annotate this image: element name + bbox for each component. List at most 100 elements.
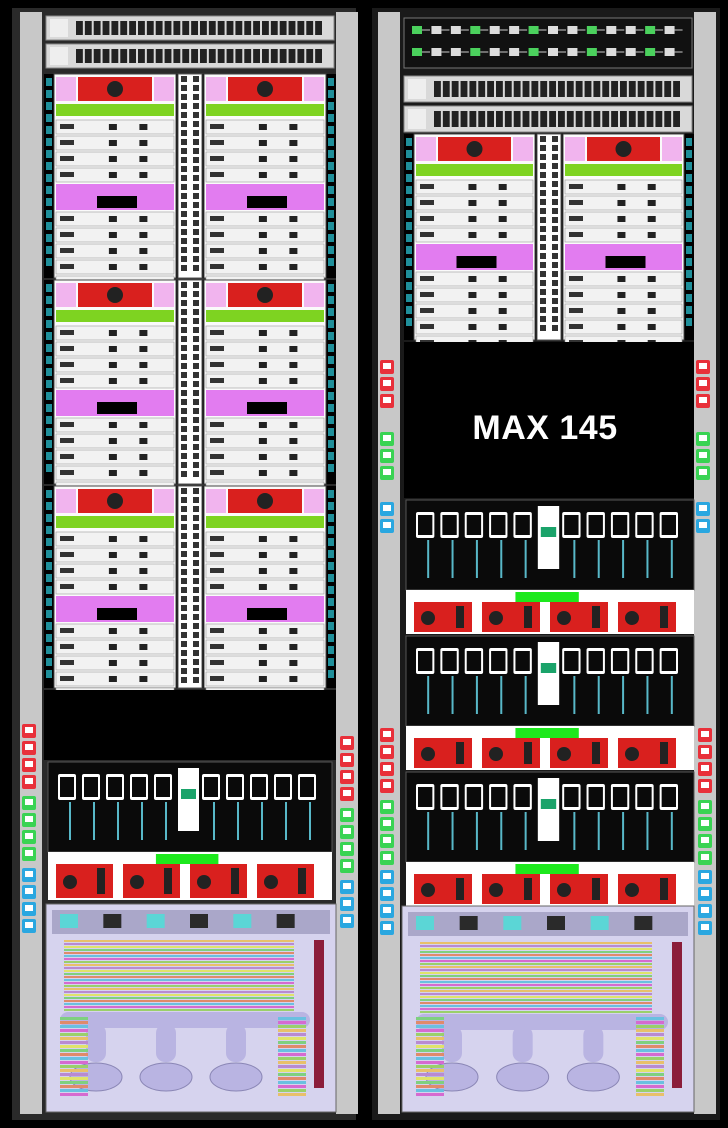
blade-tag	[60, 454, 74, 459]
cdu-cable-band	[64, 988, 294, 990]
switch-port	[147, 49, 154, 63]
network-switch	[46, 44, 334, 68]
midplane-port	[552, 190, 558, 196]
mgmt-module-left	[56, 77, 76, 101]
midplane-port	[193, 623, 199, 629]
side-connector	[328, 452, 334, 460]
side-connector	[46, 126, 52, 134]
blade-tag	[60, 232, 74, 237]
patch-port	[645, 26, 655, 34]
center-module	[538, 506, 559, 569]
side-connector	[406, 246, 412, 254]
mgmt-module-left	[206, 489, 226, 513]
blade-led	[109, 172, 117, 178]
cdu-cable-band	[420, 954, 652, 956]
psu-fan	[557, 747, 571, 761]
side-connector	[328, 138, 334, 146]
cdu-side-cable	[278, 1073, 306, 1076]
side-connector	[686, 258, 692, 266]
mgmt-module-right	[513, 137, 533, 161]
blade-led	[139, 676, 147, 682]
switch-port	[94, 21, 101, 35]
midplane-port	[181, 220, 187, 226]
center-module-led	[181, 789, 196, 799]
network-switch	[404, 76, 692, 102]
connector-socket	[343, 828, 351, 834]
midplane-port	[552, 280, 558, 286]
side-connector	[686, 234, 692, 242]
midplane-port	[181, 238, 187, 244]
green-bar	[206, 516, 324, 528]
blade-tag	[60, 536, 74, 541]
midplane-port	[552, 181, 558, 187]
connector-socket	[383, 452, 391, 458]
midplane-port	[181, 659, 187, 665]
connector-socket	[343, 917, 351, 923]
side-connector	[328, 210, 334, 218]
switch-port	[235, 21, 242, 35]
blade-handle-gap	[589, 515, 603, 535]
green-bar	[206, 104, 324, 116]
midplane-port	[181, 524, 187, 530]
center-module	[178, 768, 199, 831]
midplane-port	[193, 247, 199, 253]
blade-handle-gap	[84, 777, 98, 797]
psu-row	[406, 862, 694, 906]
cdu-cable-band	[64, 955, 294, 957]
blade-tag	[210, 172, 224, 177]
cdu-vertical-pipe	[156, 1024, 176, 1062]
psu-handle	[164, 868, 172, 894]
blade-tag	[60, 264, 74, 269]
cdu-side-cable	[278, 1057, 306, 1060]
side-connector	[46, 550, 52, 558]
cdu-side-cable	[278, 1049, 306, 1052]
cdu-cable-band	[64, 943, 294, 945]
switch-port	[496, 111, 503, 127]
cdu-cable-band	[64, 976, 294, 978]
blade-led	[139, 248, 147, 254]
switch-port	[452, 111, 459, 127]
midplane-port	[552, 307, 558, 313]
midplane-port	[193, 336, 199, 342]
connector-column	[380, 360, 394, 408]
switch-port	[111, 21, 118, 35]
blade-handle-gap	[613, 651, 627, 671]
side-connector	[328, 586, 334, 594]
connector-socket	[25, 905, 33, 911]
switch-port	[443, 81, 450, 97]
connector-socket	[701, 837, 709, 843]
psu-fan	[625, 611, 639, 625]
cdu-cable-band	[420, 1005, 652, 1007]
cdu-side-cable	[278, 1069, 306, 1072]
blade-led	[109, 362, 117, 368]
psu-fan	[625, 747, 639, 761]
psu-status-bar	[515, 728, 578, 738]
midplane-port	[193, 632, 199, 638]
switch-port	[120, 49, 127, 63]
cdu-side-cable	[636, 1045, 664, 1048]
switch-port	[289, 21, 296, 35]
cdu-cable-band	[64, 940, 294, 942]
side-connector	[686, 294, 692, 302]
psu-handle	[660, 742, 668, 764]
blade-led	[109, 552, 117, 558]
side-connector	[46, 320, 52, 328]
midplane-port	[552, 208, 558, 214]
blade-led	[289, 216, 297, 222]
blade-tag	[420, 216, 434, 221]
cdu-cable-band	[420, 975, 652, 977]
side-connector	[406, 270, 412, 278]
patch-port	[470, 26, 480, 34]
blade-led	[109, 330, 117, 336]
midplane-port	[193, 417, 199, 423]
blade-led	[259, 248, 267, 254]
midplane-port	[552, 298, 558, 304]
side-connector	[328, 622, 334, 630]
blade-handle-gap	[418, 515, 432, 535]
blade-led	[289, 644, 297, 650]
cdu-cable-band	[64, 1009, 294, 1011]
magenta-blade-slot	[247, 196, 287, 208]
midplane-port	[181, 488, 187, 494]
switch-port	[280, 21, 287, 35]
side-connector	[46, 380, 52, 388]
